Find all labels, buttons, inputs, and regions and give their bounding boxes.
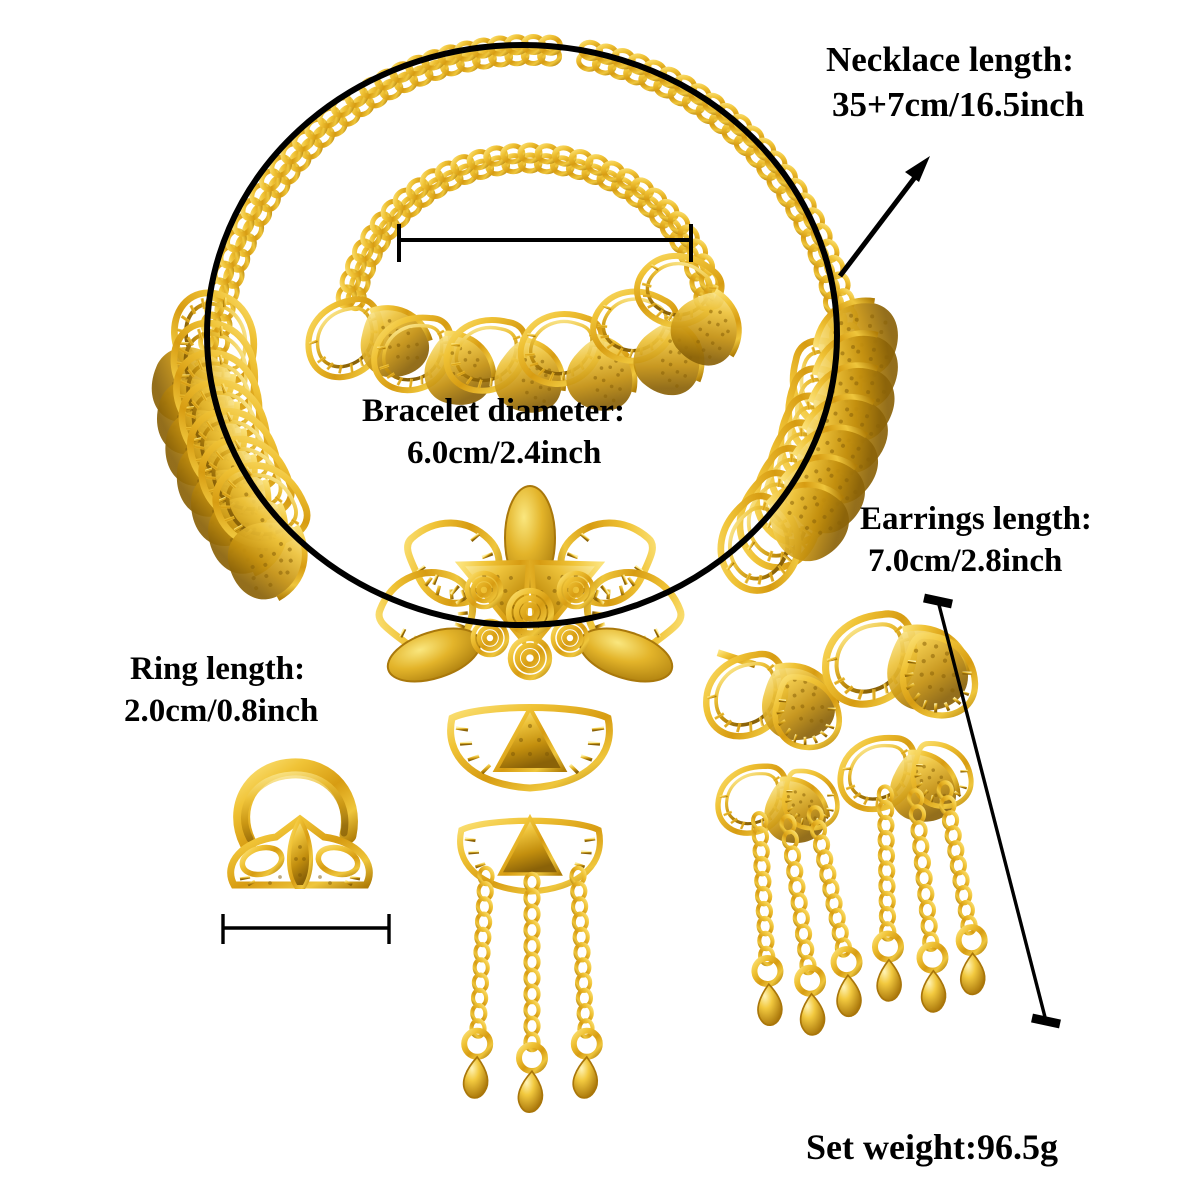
earring-left: [691, 629, 864, 1037]
necklace-measure-circle: [204, 42, 840, 628]
ring-length-title: Ring length:: [130, 651, 306, 687]
necklace-measure-arrow: [838, 156, 930, 278]
set-weight-value: Set weight:96.5g: [806, 1127, 1058, 1167]
ring: [227, 758, 373, 889]
earrings-measure-bracket: [923, 593, 1061, 1029]
bracelet-diameter-value: 6.0cm/2.4inch: [407, 435, 602, 472]
ring-length-value: 2.0cm/0.8inch: [124, 693, 319, 730]
earrings-length-value: 7.0cm/2.8inch: [868, 543, 1063, 580]
ring-measure-bracket: [221, 914, 391, 944]
necklace-pendant: [371, 485, 688, 1113]
bracelet-measure-bracket: [397, 224, 693, 262]
bracelet: [295, 145, 763, 416]
ring-length-label: Ring length: 2.0cm/0.8inch: [124, 648, 318, 732]
earring-right: [810, 589, 988, 1014]
bracelet-diameter-title: Bracelet diameter:: [362, 393, 625, 429]
set-weight-label: Set weight:96.5g: [806, 1124, 1058, 1170]
necklace-length-title: Necklace length:: [826, 40, 1074, 79]
necklace-length-value: 35+7cm/16.5inch: [832, 84, 1085, 124]
earrings-length-title: Earrings length:: [860, 501, 1092, 537]
earrings-length-label: Earrings length: 7.0cm/2.8inch: [860, 498, 1092, 582]
bracelet-diameter-label: Bracelet diameter: 6.0cm/2.4inch: [362, 390, 625, 474]
annotation-overlay: [204, 42, 1061, 1029]
necklace-length-label: Necklace length: 35+7cm/16.5inch: [826, 38, 1084, 128]
